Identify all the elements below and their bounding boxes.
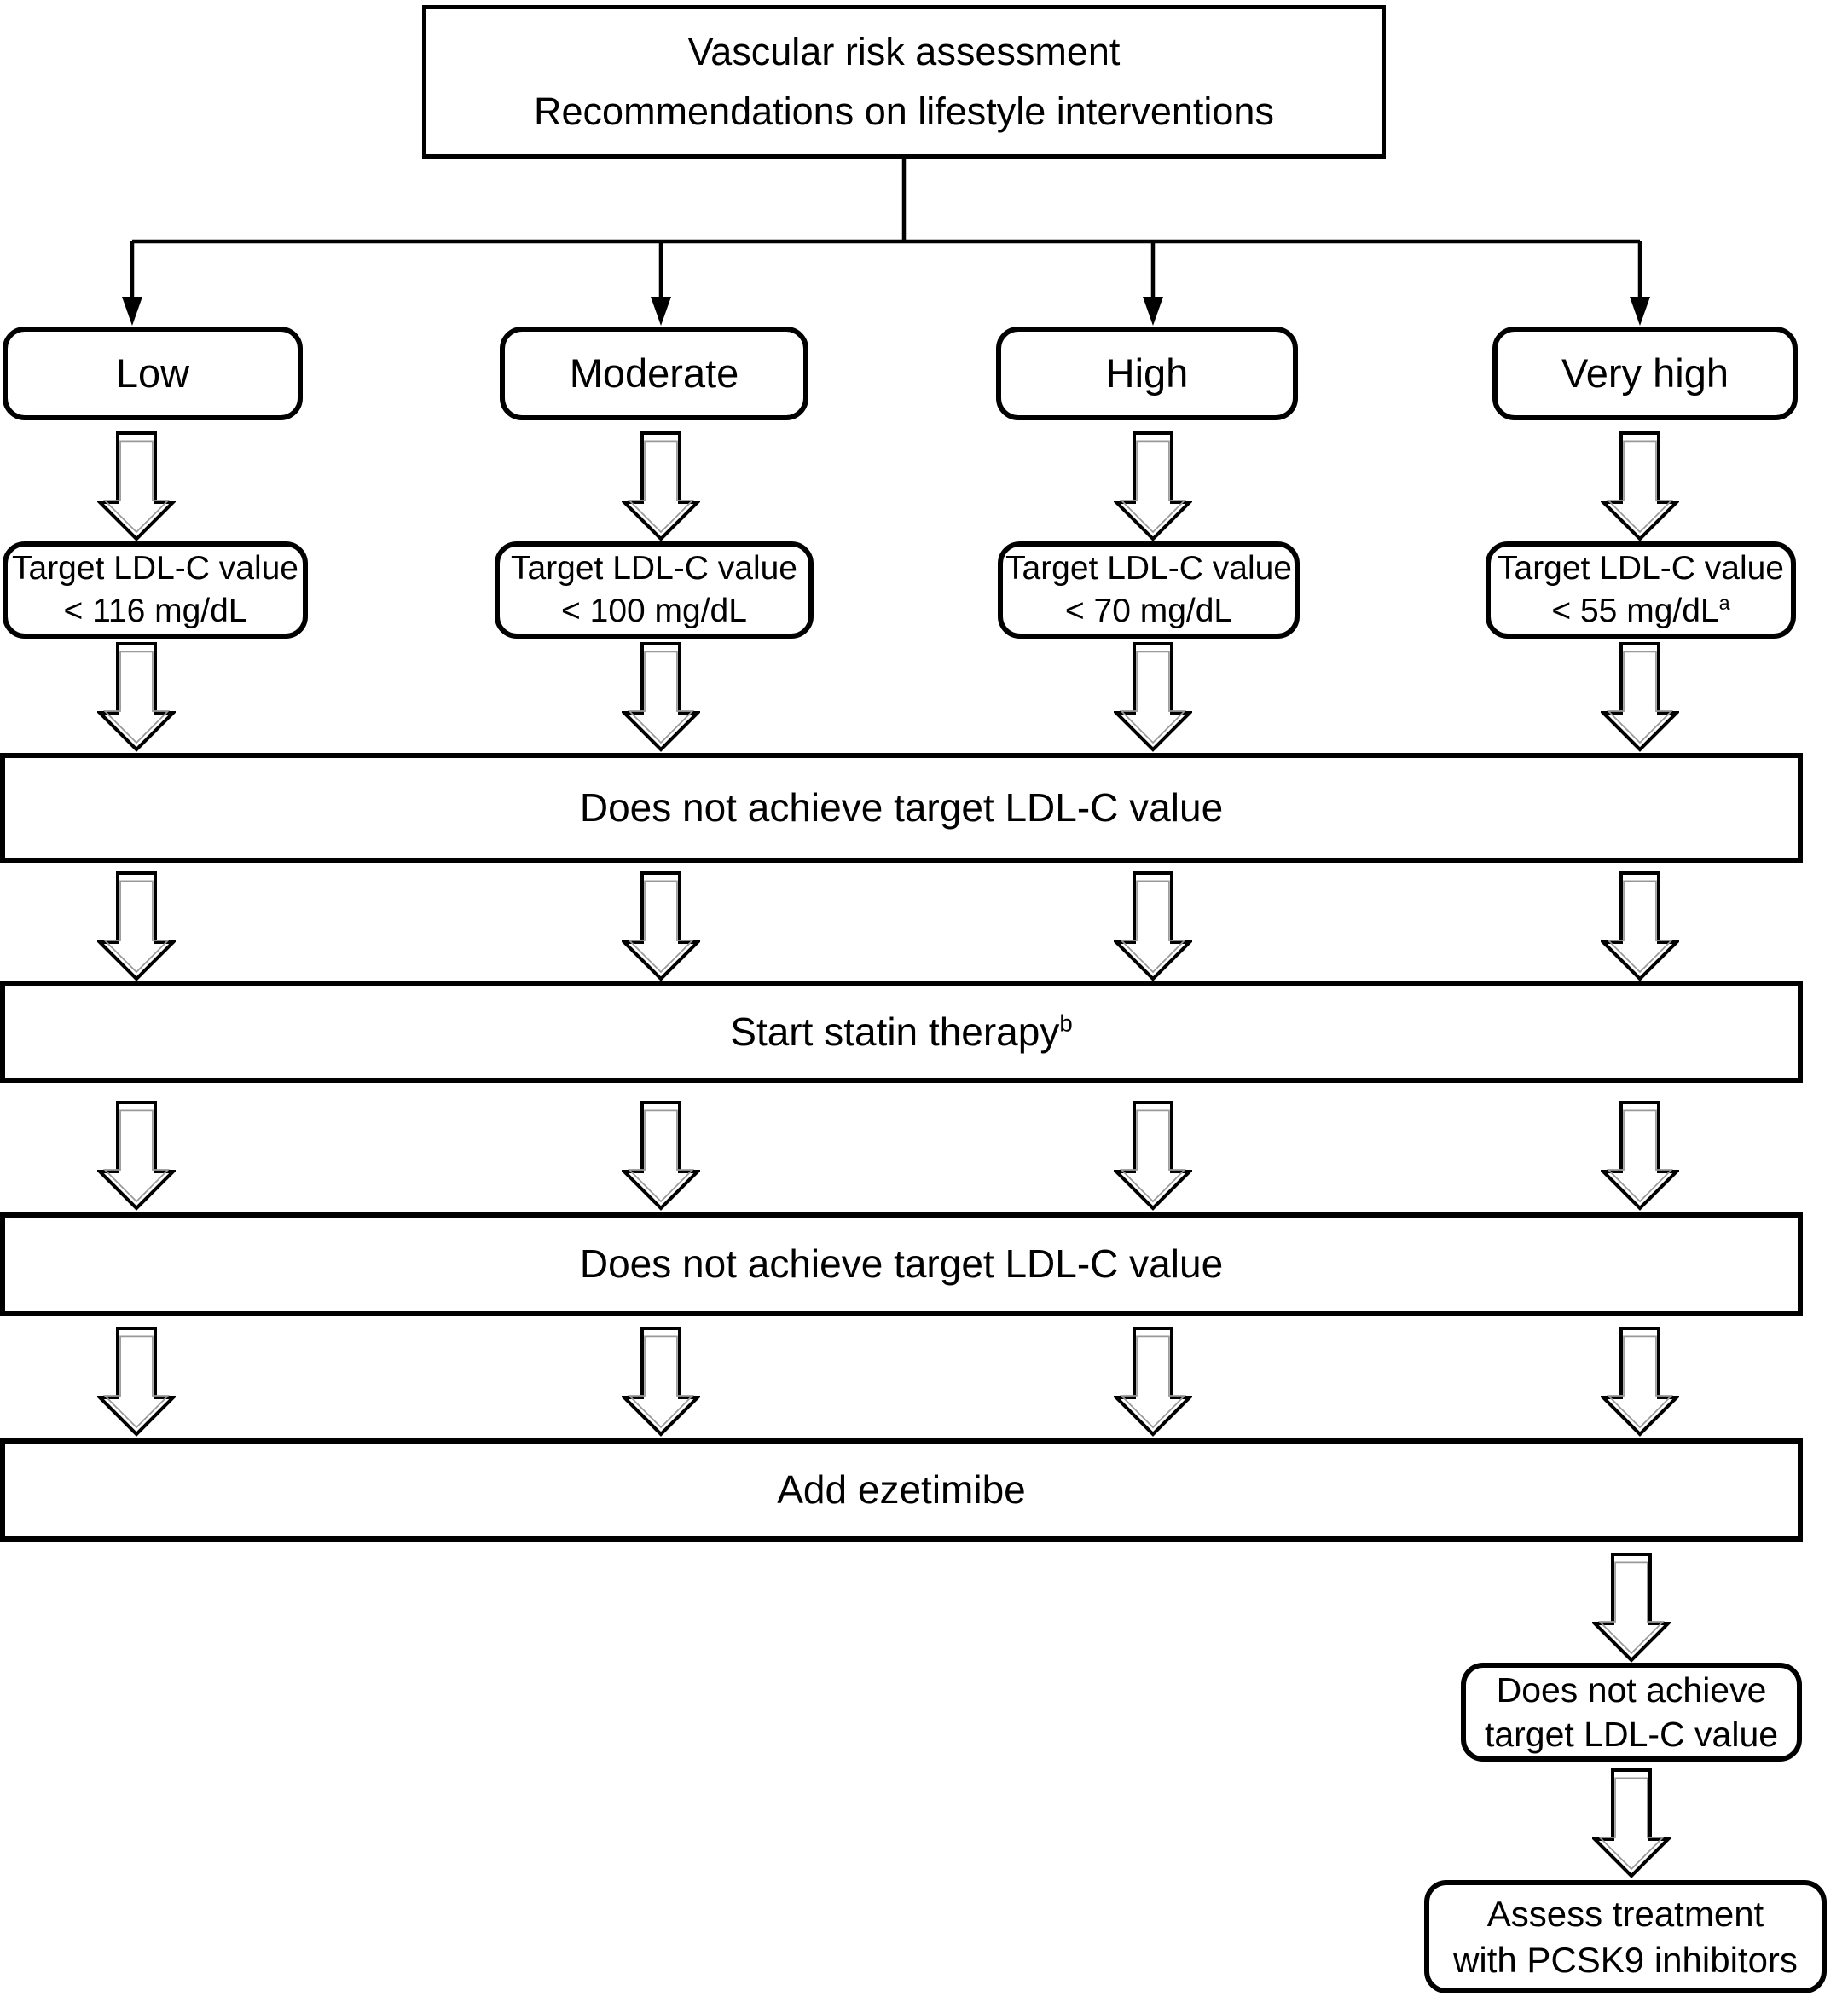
node-risk-moderate: Moderate: [500, 327, 808, 420]
step-2-label: Start statin therapyb: [730, 1009, 1073, 1054]
flow-arrow: [98, 871, 175, 981]
flow-arrow: [623, 642, 699, 751]
flow-arrow: [1115, 642, 1191, 751]
target-high-line-2: < 70 mg/dL: [1064, 593, 1233, 629]
target-high-line-1: Target LDL-C value: [1005, 550, 1292, 587]
node-risk-low: Low: [3, 327, 303, 420]
target-low-line-2: < 116 mg/dL: [63, 593, 247, 629]
step-1-label: Does not achieve target LDL-C value: [579, 785, 1224, 830]
node-final-not-achieve: Does not achieve target LDL-C value: [1461, 1663, 1802, 1762]
connector-arrowhead-high: [1143, 297, 1163, 326]
assess-pcsk9-line-2: with PCSK9 inhibitors: [1453, 1939, 1798, 1980]
connector-arrowhead-low: [122, 297, 142, 326]
node-target-very-high: Target LDL-C value < 55 mg/dLa: [1486, 541, 1796, 639]
statin-superscript: b: [1059, 1010, 1073, 1037]
node-target-low: Target LDL-C value < 116 mg/dL: [3, 541, 308, 639]
target-moderate-line-1: Target LDL-C value: [511, 550, 797, 587]
step-4-label: Add ezetimibe: [777, 1467, 1026, 1513]
flow-arrow: [623, 1327, 699, 1436]
flow-arrow: [1602, 642, 1678, 751]
node-step-not-achieve-1: Does not achieve target LDL-C value: [0, 753, 1803, 863]
node-risk-very-high: Very high: [1492, 327, 1798, 420]
branch-connector: [122, 159, 1650, 326]
node-vascular-risk-assessment: Vascular risk assessment Recommendations…: [422, 5, 1386, 159]
flow-arrow: [1602, 1327, 1678, 1436]
node-step-add-ezetimibe: Add ezetimibe: [0, 1438, 1803, 1542]
flow-arrow: [98, 1101, 175, 1210]
flow-arrow: [98, 1327, 175, 1436]
target-moderate-line-2: < 100 mg/dL: [561, 593, 747, 629]
risk-very-high-label: Very high: [1561, 350, 1729, 396]
flow-arrow: [1593, 1553, 1670, 1662]
title-line-2: Recommendations on lifestyle interventio…: [534, 90, 1274, 133]
target-very-high-superscript: a: [1718, 592, 1730, 614]
connector-arrowhead-very-high: [1630, 297, 1650, 326]
risk-high-label: High: [1105, 350, 1189, 396]
flow-arrow: [1602, 1101, 1678, 1210]
node-step-start-statin: Start statin therapyb: [0, 981, 1803, 1083]
target-very-high-line-2: < 55 mg/dLa: [1551, 592, 1730, 629]
flow-arrow: [1115, 431, 1191, 541]
flow-arrow: [1115, 1101, 1191, 1210]
node-target-high: Target LDL-C value < 70 mg/dL: [998, 541, 1300, 639]
flow-arrow: [623, 1101, 699, 1210]
flow-arrow: [623, 871, 699, 981]
connector-arrowhead-moderate: [651, 297, 671, 326]
title-line-1: Vascular risk assessment: [687, 30, 1121, 74]
flow-arrow: [1593, 1768, 1670, 1878]
flow-arrow: [1602, 431, 1678, 541]
risk-low-label: Low: [115, 350, 190, 396]
node-step-not-achieve-2: Does not achieve target LDL-C value: [0, 1212, 1803, 1316]
flow-arrow: [98, 642, 175, 751]
assess-pcsk9-line-1: Assess treatment: [1486, 1893, 1764, 1934]
flow-arrow: [1115, 871, 1191, 981]
node-target-moderate: Target LDL-C value < 100 mg/dL: [495, 541, 814, 639]
target-low-line-1: Target LDL-C value: [12, 550, 298, 587]
node-risk-high: High: [996, 327, 1298, 420]
flow-arrow: [98, 431, 175, 541]
risk-moderate-label: Moderate: [569, 350, 739, 396]
target-very-high-line-1: Target LDL-C value: [1498, 550, 1784, 587]
flow-arrow: [1602, 871, 1678, 981]
flow-arrow: [1115, 1327, 1191, 1436]
final-not-achieve-line-1: Does not achieve: [1496, 1669, 1767, 1710]
final-not-achieve-line-2: target LDL-C value: [1484, 1715, 1779, 1754]
step-3-label: Does not achieve target LDL-C value: [579, 1241, 1224, 1287]
node-assess-pcsk9: Assess treatment with PCSK9 inhibitors: [1424, 1880, 1827, 1993]
flow-arrow: [623, 431, 699, 541]
